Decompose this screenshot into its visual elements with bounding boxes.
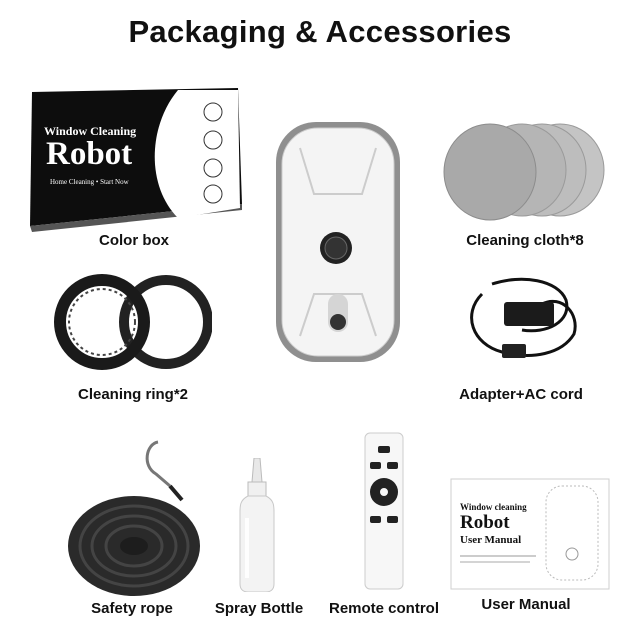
- safety-rope-image: [62, 436, 212, 600]
- color-box-image: Window Cleaning Robot Home Cleaning • St…: [28, 86, 244, 232]
- manual-line2: Robot: [460, 512, 510, 533]
- label-cleaning-cloth: Cleaning cloth*8: [466, 232, 584, 249]
- manual-line3: User Manual: [460, 534, 522, 546]
- color-box-line2: Robot: [46, 136, 133, 172]
- cleaning-ring-image: [54, 274, 212, 372]
- label-cleaning-ring: Cleaning ring*2: [77, 386, 189, 403]
- cleaning-cloth-image: [442, 120, 608, 224]
- manual-line1: Window cleaning: [460, 502, 527, 512]
- label-adapter: Adapter+AC cord: [459, 386, 583, 403]
- window-cleaning-robot-image: [270, 118, 406, 366]
- label-safety-rope: Safety rope: [91, 600, 173, 617]
- label-spray-bottle: Spray Bottle: [214, 600, 304, 617]
- label-user-manual: User Manual: [481, 596, 571, 613]
- remote-control-image: [364, 432, 404, 590]
- color-box-line1: Window Cleaning: [44, 124, 137, 138]
- adapter-image: [462, 274, 580, 374]
- user-manual-image: Window cleaning Robot User Manual: [450, 478, 610, 590]
- color-box-line3: Home Cleaning • Start Now: [50, 178, 129, 186]
- spray-bottle-image: [236, 458, 278, 592]
- label-remote-control: Remote control: [328, 600, 439, 617]
- page-title: Packaging & Accessories: [128, 14, 512, 49]
- label-color-box: Color box: [99, 232, 169, 249]
